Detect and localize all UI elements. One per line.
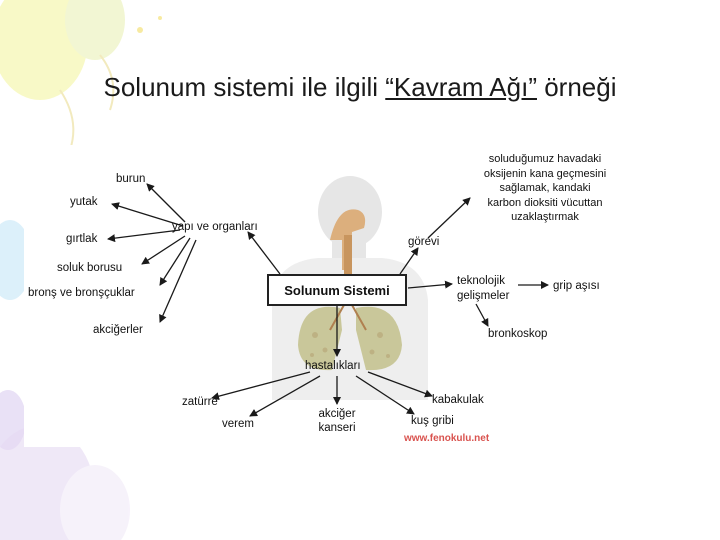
- technology-line: teknolojik: [457, 275, 505, 287]
- airway-illustration: [330, 209, 366, 305]
- title-suffix: örneği: [536, 72, 617, 102]
- arrow-to-kus-gribi: [355, 375, 415, 415]
- label-girtlak: gırtlak: [66, 233, 98, 245]
- label-soluk-borusu: soluk borusu: [57, 262, 123, 274]
- label-yutak: yutak: [70, 196, 98, 208]
- node-structure: yapı ve organları: [172, 221, 258, 233]
- duty-text-line: sağlamak, kandaki: [499, 182, 591, 194]
- technology-arrows: [475, 281, 549, 327]
- lungs-illustration: [298, 304, 402, 371]
- label-akcigerler: akciğerler: [93, 324, 143, 336]
- duty-text-line: uzaklaştırmak: [511, 211, 579, 223]
- node-duty: görevi: [408, 236, 440, 248]
- arrow-to-soluk-borusu: [141, 235, 186, 265]
- label-kabakulak: kabakulak: [432, 394, 484, 406]
- cancer-line: kanseri: [318, 422, 356, 434]
- label-bronkoskop: bronkoskop: [488, 328, 548, 340]
- arrow-to-duty-text: [427, 197, 471, 239]
- label-verem: verem: [222, 418, 254, 430]
- center-arrows: [247, 231, 453, 357]
- label-brons: bronş ve bronşçuklar: [28, 287, 135, 299]
- center-node: Solunum Sistemi: [267, 274, 407, 306]
- duty-text-line: oksijenin kana geçmesini: [483, 167, 607, 180]
- watermark: www.fenokulu.net: [404, 433, 490, 444]
- label-kus-gribi: kuş gribi: [411, 415, 454, 427]
- disease-arrows: [211, 371, 433, 417]
- arrow-to-zaturre: [211, 371, 311, 401]
- arrow-to-brons: [159, 237, 191, 286]
- arrow-to-bronkoskop: [475, 303, 489, 327]
- arrow-to-structure-node: [247, 231, 281, 275]
- balloon-decoration-top-left: [0, 0, 125, 151]
- balloon-decoration-bottom-left: [0, 425, 130, 540]
- label-grip-asisi: grip aşısı: [553, 280, 600, 292]
- node-technology: teknolojik gelişmeler: [457, 274, 509, 304]
- cancer-line: akciğer: [318, 408, 356, 420]
- label-burun: burun: [116, 173, 146, 185]
- arrow-to-burun: [146, 183, 186, 223]
- duty-text: soluduğumuz havadaki oksijenin kana geçm…: [470, 152, 620, 225]
- arrow-to-verem: [249, 375, 321, 417]
- arrow-to-kabakulak: [367, 371, 433, 398]
- arrow-to-yutak: [111, 202, 184, 227]
- structure-arrows: [107, 183, 197, 323]
- label-akciger-kanseri: akciğer kanseri: [304, 407, 370, 435]
- label-zaturre: zatürre: [182, 396, 218, 408]
- node-diseases: hastalıkları: [305, 360, 361, 372]
- duty-text-line: soluduğumuz havadaki: [488, 153, 602, 165]
- arrow-to-technology-node: [407, 280, 453, 289]
- technology-line: gelişmeler: [457, 290, 510, 302]
- arrow-to-girtlak: [107, 229, 181, 243]
- title-underlined: “Kavram Ağı”: [385, 72, 537, 102]
- duty-text-line: karbon dioksiti vücuttan: [487, 196, 603, 209]
- arrow-to-duty-node: [399, 247, 419, 275]
- title-prefix: Solunum sistemi ile ilgili: [103, 72, 386, 102]
- arrow-to-akcigerler: [159, 239, 197, 323]
- slide-title: Solunum sistemi ile ilgili “Kavram Ağı” …: [0, 72, 720, 103]
